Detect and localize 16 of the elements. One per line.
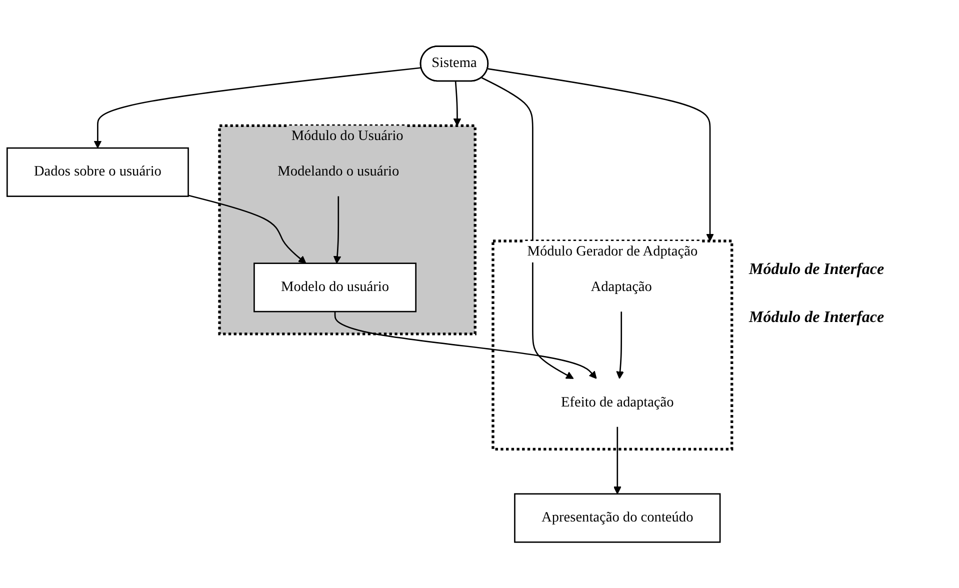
node-box: Modelo do usuário [254,262,416,312]
arrow [616,311,624,379]
arrow [334,311,597,379]
module-label: Módulo de Interface [749,309,886,327]
arrow [188,194,306,264]
arrow [333,196,342,264]
node-box: Dados sobre o usuário [6,147,189,197]
module-label: Módulo de Interface [749,261,886,279]
arrow [453,80,462,126]
arrow [488,68,714,242]
node-text: Modelando o usuário [278,164,400,180]
node-text: Efeito de adaptação [561,394,674,410]
arrow [481,76,574,379]
node-box: Apresentação do conteúdo [514,493,721,543]
node-text: Adaptação [590,279,652,294]
arrow [613,426,622,494]
